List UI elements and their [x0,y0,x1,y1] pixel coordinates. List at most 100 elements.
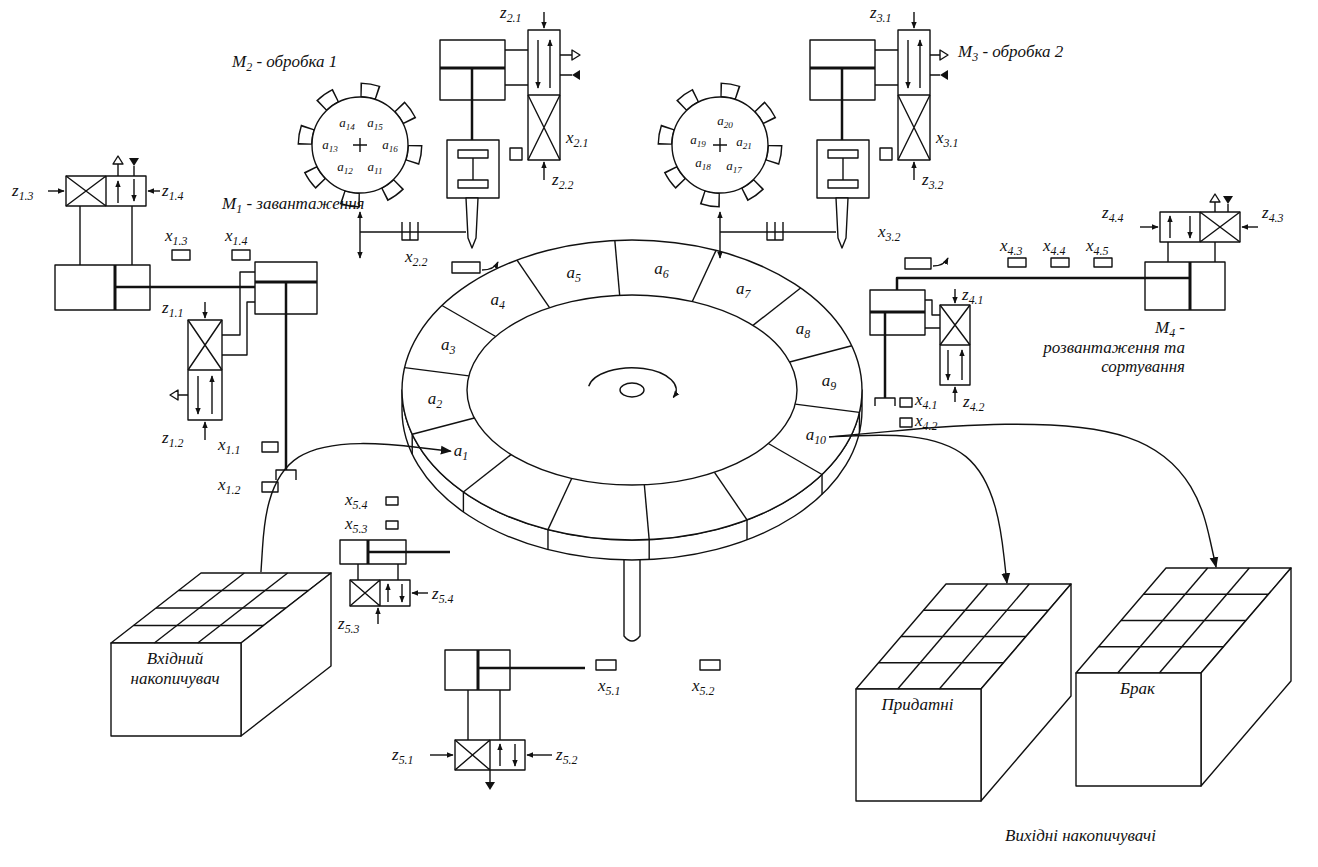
mechanism-title: M4 - розвантаження та сортування [1035,318,1185,377]
unloader-mechanism [875,398,895,406]
loader-mechanism [115,286,255,289]
symbol-letter: x [218,475,226,494]
subscript-index: 2 [436,397,442,411]
symbol-letter: a [717,113,724,128]
signal-name: z1.4 [162,181,184,201]
bin-cell-line [901,636,1026,637]
indexing-mechanism [478,667,585,670]
symbol-letter: x [165,226,173,245]
symbol-letter: x [1000,236,1008,255]
symbol-letter: z [962,285,969,304]
bin-cell-line [879,662,1004,663]
signal-name: z2.2 [552,170,574,190]
symbol-letter: x [218,435,226,454]
loader-mechanism [66,176,106,206]
symbol-letter: a [567,263,576,282]
loader-mechanism [129,158,139,166]
machining-unit-one [543,162,544,180]
loader-mechanism [80,206,132,265]
machining-unit-two [841,68,844,140]
subscript-index: 1.3 [19,189,34,203]
signal-name: z1.3 [12,181,34,201]
machining-unit-one [560,50,580,75]
subscript-index: 3 [972,50,978,64]
sector-divider [412,434,413,454]
machining-unit-two [817,140,869,198]
machining-unit-one [458,180,488,188]
machining-unit-two [828,150,858,158]
signal-name: z4.3 [1262,203,1284,223]
indexing-mechanism [430,754,453,755]
loader-mechanism [232,250,250,260]
sector-divider [517,260,550,308]
signal-name: z5.4 [432,584,454,604]
subscript-index: 5 [575,271,581,285]
table-position: a5 [564,262,584,284]
unloader-mechanism [900,398,912,407]
symbol-letter: x [878,222,886,241]
sensor-name: x4.1 [915,390,937,410]
machining-unit-one [528,95,560,160]
bin-label: Придатні [860,695,975,715]
indexing-mechanism [455,740,525,770]
signal-name: z5.1 [392,745,414,765]
sensor-name: x4.4 [1043,236,1065,256]
subscript-index: 1.4 [233,234,248,248]
machining-unit-one [447,140,499,198]
sector-divider [821,474,822,494]
sensor-name: x4.2 [915,411,937,431]
loader-mechanism [211,376,212,414]
position-label: a10 [806,425,826,445]
sensor-name: x5.4 [345,490,367,510]
storage-bin-outline [1076,568,1291,786]
machining-unit-one [528,30,560,160]
symbol-letter: z [162,181,169,200]
subscript-index: 4.4 [1109,211,1124,225]
unloader-mechanism [1094,258,1112,267]
subscript-index: 4.3 [1008,244,1023,258]
machining-unit-two [880,148,892,160]
storage-bin: Брак [1075,567,1292,787]
rotary-table [589,368,676,398]
symbol-letter: z [162,298,169,317]
symbol-letter: a [690,132,697,147]
subscript-index: 1.2 [226,483,241,497]
symbol-letter: z [432,584,439,603]
machining-unit-two [898,30,930,160]
machining-unit-two [713,138,727,152]
loader-mechanism [117,181,118,203]
unloader-mechanism [961,350,962,380]
loader-mechanism [172,250,190,260]
storage-bin-outline [111,573,331,736]
signal-name: z1.1 [162,298,184,318]
machining-unit-one [482,262,498,270]
subscript-index: 3.2 [886,230,901,244]
subscript-index: 1.1 [226,443,241,457]
machining-unit-two [665,90,775,200]
subscript-index: 5.1 [399,753,414,767]
sensor-name: x5.3 [345,514,367,534]
machining-unit-one [359,212,360,258]
unloader-mechanism [897,278,1190,290]
position-label: a7 [736,279,750,299]
storage-caption: Вихідні накопичувачі [1005,826,1156,846]
indexing-mechanism [499,744,500,766]
unloader-mechanism [1223,196,1233,204]
machining-unit-two [930,50,948,75]
sector-divider [405,240,860,559]
rotary-table [467,295,797,485]
subscript-index: 1.4 [169,189,184,203]
unloader-mechanism [940,305,970,345]
symbol-letter: x [598,676,606,695]
machining-unit-two [836,198,848,248]
subscript-index: 6 [663,267,669,281]
machining-unit-two [875,50,898,85]
unloader-mechanism [870,290,925,335]
machining-unit-two [719,212,720,258]
bin-cell-line [1121,620,1246,621]
unloader-mechanism [1168,242,1215,262]
indexing-mechanism [340,497,720,790]
unloader-mechanism [884,312,887,398]
machining-unit-two [913,12,914,28]
sector-divider [795,404,859,412]
